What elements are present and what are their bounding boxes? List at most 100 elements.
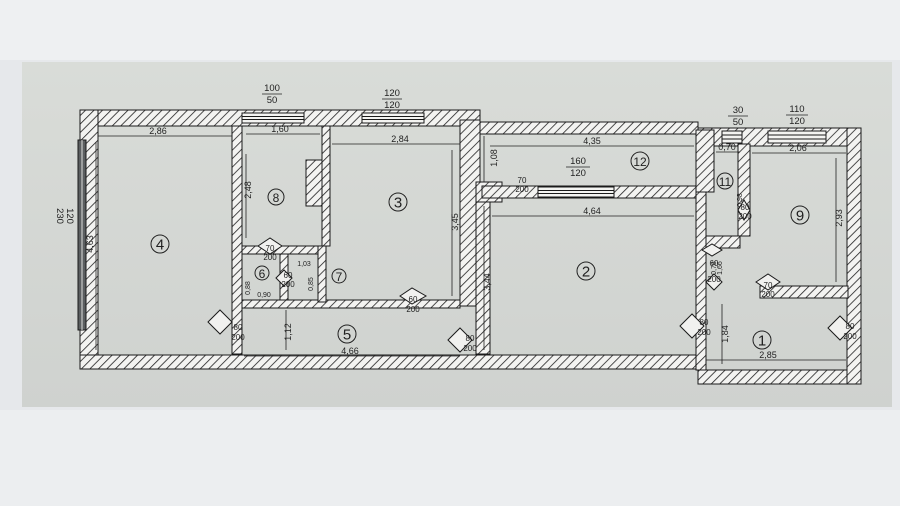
svg-text:200: 200 <box>843 332 857 341</box>
dim-3-45: 3,45 <box>450 213 460 231</box>
wall-r5-top <box>241 299 461 309</box>
room-markers <box>150 151 810 350</box>
door-r8-bottom <box>257 237 283 255</box>
wall-r7-right <box>317 245 327 303</box>
door-r11 <box>705 273 723 291</box>
wall-bottom-left <box>79 354 701 370</box>
svg-text:200: 200 <box>281 280 295 289</box>
window-r9 <box>767 130 827 144</box>
svg-text:120: 120 <box>64 208 75 224</box>
room-label-2: 2 <box>582 264 590 281</box>
room-label-5: 5 <box>343 327 351 344</box>
svg-text:120: 120 <box>384 100 400 111</box>
svg-text:80: 80 <box>846 322 855 331</box>
door-r6 <box>275 269 293 287</box>
door-r11-top <box>701 243 723 257</box>
svg-text:120: 120 <box>570 168 586 179</box>
door-r4 <box>207 309 233 335</box>
svg-text:200: 200 <box>463 344 477 353</box>
svg-text:200: 200 <box>406 305 420 314</box>
dim-2-06: 2,06 <box>789 143 807 153</box>
svg-text:70: 70 <box>764 281 773 290</box>
svg-text:200: 200 <box>761 290 775 299</box>
svg-text:50: 50 <box>267 95 278 106</box>
dim-2-85: 2,85 <box>759 350 777 360</box>
dim-4-35: 4,35 <box>583 136 601 146</box>
svg-text:120: 120 <box>789 116 805 127</box>
door-r3 <box>399 287 428 305</box>
room-label-12: 12 <box>633 155 647 169</box>
dim-1-08: 1,08 <box>489 149 499 167</box>
svg-text:200: 200 <box>707 275 721 284</box>
wall-top-middle <box>479 121 699 135</box>
wall-r11-r9 <box>737 143 751 237</box>
svg-text:120: 120 <box>384 88 400 99</box>
svg-text:100: 100 <box>264 83 280 94</box>
wall-r4-r8 <box>231 125 243 355</box>
dim-1-12: 1,12 <box>283 323 293 341</box>
window-r12-interior <box>537 186 615 198</box>
svg-text:200: 200 <box>231 333 245 342</box>
window-r3 <box>361 112 425 124</box>
svg-text:200: 200 <box>738 212 752 221</box>
svg-text:50: 50 <box>733 117 744 128</box>
windows <box>77 112 827 331</box>
dim-2-93: 2,93 <box>834 209 844 227</box>
wall-r9-bottom <box>759 285 849 299</box>
dim-4-63: 4,63 <box>85 235 95 253</box>
door-r1-left <box>679 313 705 339</box>
screen-top-band <box>0 0 900 60</box>
room-label-8: 8 <box>273 191 280 205</box>
dim-4-66: 4,66 <box>341 346 359 356</box>
dim-1-60: 1,60 <box>271 124 289 134</box>
dim-2-86: 2,86 <box>149 126 167 136</box>
room-label-1: 1 <box>758 333 766 350</box>
doors <box>207 199 853 353</box>
room-label-11: 11 <box>719 175 732 189</box>
window-r8 <box>241 112 305 124</box>
dim-3-44: 3,44 <box>482 273 492 291</box>
dim-0-85: 0,85 <box>308 277 315 291</box>
door-r2-left <box>447 327 473 353</box>
dim-0-88: 0,88 <box>245 281 252 295</box>
dim-0-90: 0,90 <box>257 292 271 299</box>
window-r4 <box>77 139 87 331</box>
dimension-lines <box>95 133 846 364</box>
dim-1-03: 1,03 <box>297 261 311 268</box>
wall-r2-left <box>475 201 491 355</box>
svg-text:200: 200 <box>263 253 277 262</box>
opening-dr-60-200-r11: 60 200 <box>707 259 721 284</box>
svg-text:200: 200 <box>515 185 529 194</box>
wall-bottom-right <box>697 369 861 385</box>
dim-1-66: 1,66 <box>717 261 724 275</box>
svg-text:160: 160 <box>570 156 586 167</box>
dim-2-84: 2,84 <box>391 134 409 144</box>
door-r9-bottom <box>755 273 781 291</box>
svg-text:70: 70 <box>266 244 275 253</box>
dim-0-78: 0,78 <box>711 261 718 275</box>
svg-text:30: 30 <box>733 105 744 116</box>
wall-r12-right <box>695 129 715 193</box>
wall-right <box>846 127 862 385</box>
window-r11 <box>721 130 743 144</box>
svg-text:60: 60 <box>710 259 719 268</box>
svg-text:230: 230 <box>54 208 65 224</box>
svg-text:70: 70 <box>518 176 527 185</box>
room-label-7: 7 <box>336 270 343 284</box>
dim-1-84: 1,84 <box>720 325 730 343</box>
dim-4-64: 4,64 <box>583 206 601 216</box>
room-label-6: 6 <box>259 267 266 281</box>
